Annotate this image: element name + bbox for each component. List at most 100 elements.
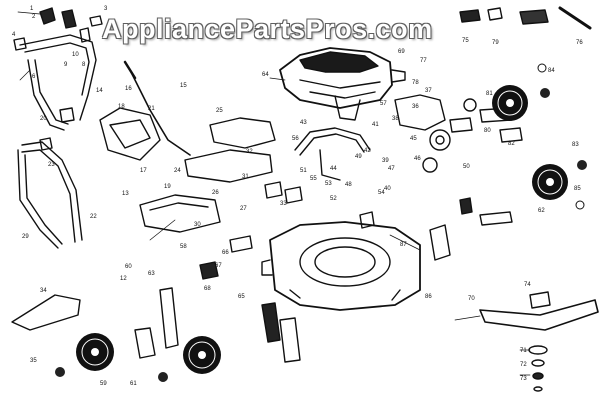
callout: 85 — [574, 186, 581, 192]
callout: 83 — [572, 142, 579, 148]
callout: 73 — [520, 376, 527, 382]
wheel-rear-top — [492, 85, 528, 121]
callout: 50 — [463, 164, 470, 170]
callout: 19 — [164, 184, 171, 190]
callout: 81 — [486, 91, 493, 97]
callout: 25 — [216, 108, 223, 114]
deflector-plate — [139, 194, 221, 233]
callout: 8 — [82, 62, 86, 68]
callout: 26 — [212, 190, 219, 196]
callout: 22 — [90, 214, 97, 220]
callout: 1 — [30, 6, 34, 12]
callout: 75 — [462, 38, 469, 44]
callout: 69 — [398, 49, 405, 55]
blade-adapter — [528, 345, 548, 392]
callout: 79 — [492, 40, 499, 46]
blade — [479, 291, 599, 331]
callout: 76 — [576, 40, 583, 46]
upper-handle — [13, 15, 103, 131]
callout: 40 — [384, 186, 391, 192]
callout: 2 — [32, 14, 36, 20]
callout: 29 — [22, 234, 29, 240]
callout: 67 — [215, 263, 222, 269]
wheel-front-left — [76, 333, 114, 371]
callout: 66 — [222, 250, 229, 256]
callout-labels: 1 2 3 4 6 8 9 10 12 13 14 15 16 17 18 19… — [12, 6, 583, 387]
callout: 30 — [194, 222, 201, 228]
callout: 42 — [364, 148, 371, 154]
callout: 53 — [325, 181, 332, 187]
callout: 43 — [300, 120, 307, 126]
callout: 62 — [538, 208, 545, 214]
callout: 10 — [72, 52, 79, 58]
callout: 27 — [240, 206, 247, 212]
callout: 77 — [420, 58, 427, 64]
callout: 6 — [32, 74, 36, 80]
callout: 70 — [468, 296, 475, 302]
leader-lines — [17, 11, 531, 376]
callout: 32 — [246, 149, 253, 155]
callout: 3 — [104, 6, 108, 12]
lower-handle — [17, 107, 83, 249]
callout: 12 — [120, 276, 127, 282]
callout: 47 — [388, 166, 395, 172]
fittings — [199, 181, 375, 280]
callout: 35 — [30, 358, 37, 364]
callout: 18 — [118, 104, 125, 110]
callout: 56 — [292, 136, 299, 142]
callout: 52 — [330, 196, 337, 202]
callout: 36 — [412, 104, 419, 110]
callout: 57 — [380, 101, 387, 107]
callout: 63 — [148, 271, 155, 277]
transmission — [394, 94, 477, 261]
callout: 84 — [548, 68, 555, 74]
callout: 82 — [508, 141, 515, 147]
callout: 68 — [204, 286, 211, 292]
callout: 54 — [378, 190, 385, 196]
control-cable — [129, 69, 191, 156]
callout: 14 — [96, 88, 103, 94]
front-wheel-brackets — [134, 287, 301, 363]
callout: 9 — [64, 62, 68, 68]
callout: 72 — [520, 362, 527, 368]
mower-deck — [261, 221, 421, 311]
callout: 39 — [382, 158, 389, 164]
wheel-rear-bottom — [532, 164, 568, 200]
drive-control — [294, 127, 371, 181]
callout: 16 — [125, 86, 132, 92]
rear-guard — [11, 294, 81, 331]
callout: 60 — [125, 264, 132, 270]
callout: 51 — [300, 168, 307, 174]
callout: 45 — [410, 136, 417, 142]
callout: 74 — [524, 282, 531, 288]
callout: 15 — [180, 83, 187, 89]
rear-drive-parts — [479, 107, 523, 226]
callout: 59 — [100, 381, 107, 387]
callout: 49 — [355, 154, 362, 160]
callout: 17 — [140, 168, 147, 174]
callout: 33 — [280, 201, 287, 207]
inset-parts — [459, 6, 592, 30]
engine — [279, 47, 406, 121]
callout: 21 — [148, 106, 155, 112]
callout: 31 — [242, 174, 249, 180]
callout: 13 — [122, 191, 129, 197]
callout: 78 — [412, 80, 419, 86]
callout: 37 — [425, 88, 432, 94]
callout: 24 — [174, 168, 181, 174]
callout: 71 — [520, 348, 527, 354]
callout: 87 — [400, 242, 407, 248]
wheel-front-right — [183, 336, 221, 374]
callout: 44 — [330, 166, 337, 172]
top-controls — [39, 7, 91, 43]
callout: 64 — [262, 72, 269, 78]
callout: 38 — [392, 116, 399, 122]
callout: 48 — [345, 182, 352, 188]
callout: 58 — [180, 244, 187, 250]
callout: 65 — [238, 294, 245, 300]
callout: 20 — [40, 116, 47, 122]
rear-shield — [184, 117, 276, 183]
callout: 55 — [310, 176, 317, 182]
